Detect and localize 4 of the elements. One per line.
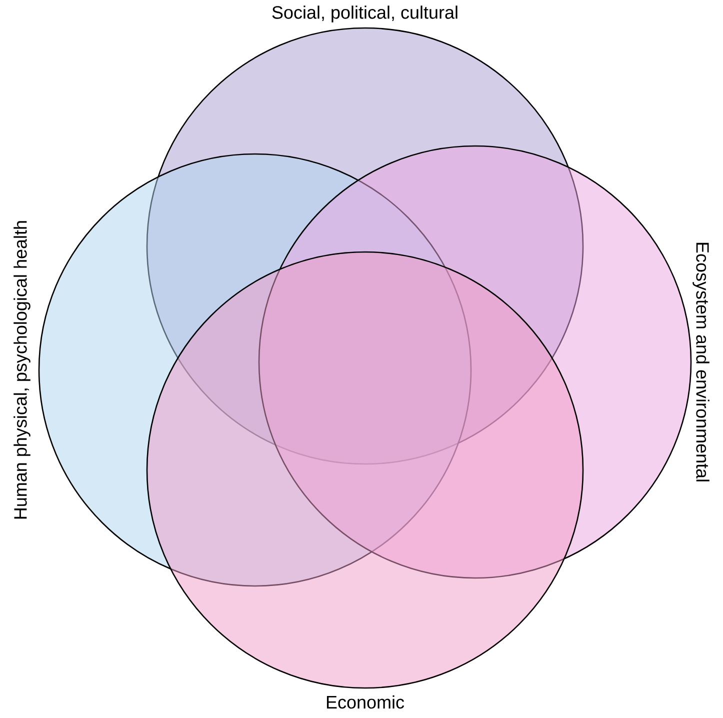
circle-label: Ecosystem and environmental — [692, 242, 710, 482]
circle-label: Economic — [326, 695, 404, 709]
circle-label: Social, political, cultural — [272, 6, 458, 22]
circle-label: Human physical, psychological health — [14, 221, 30, 519]
